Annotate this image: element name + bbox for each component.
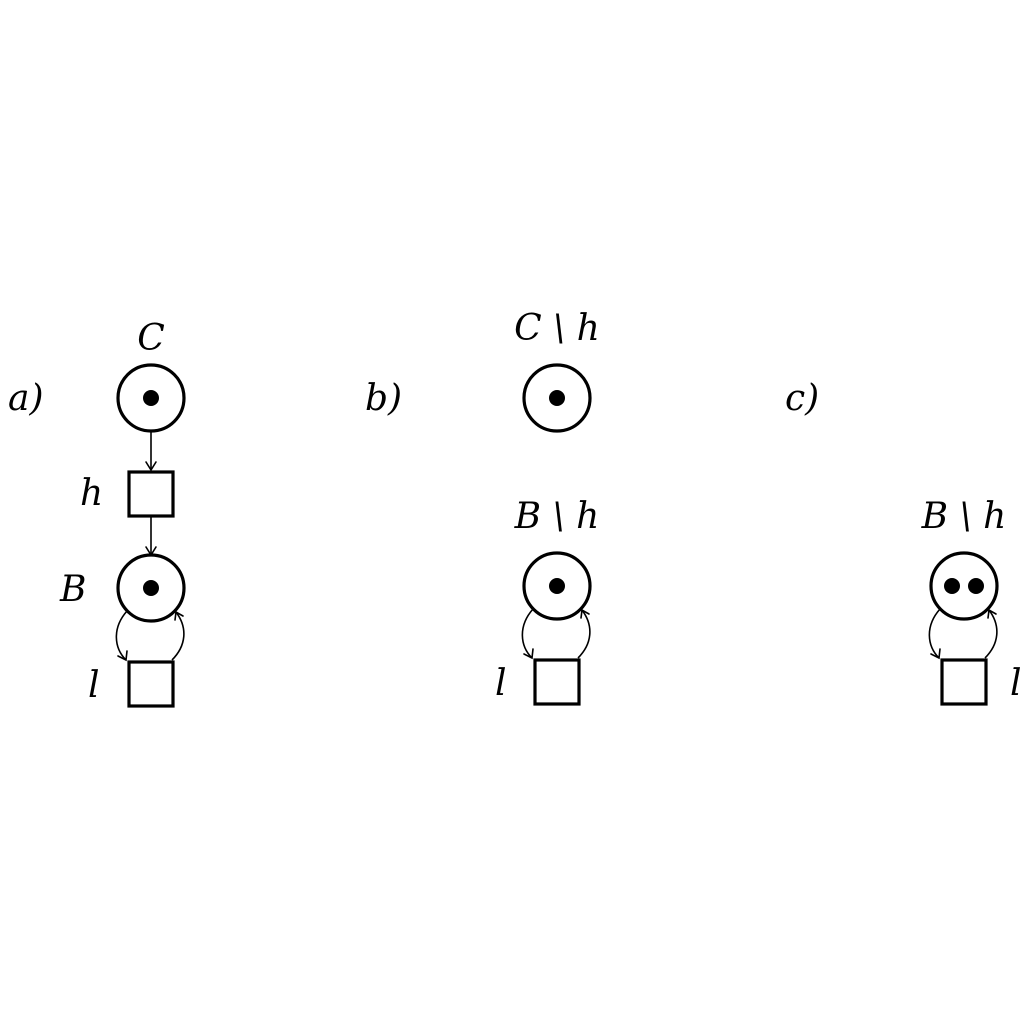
arrowhead — [145, 461, 157, 472]
token — [549, 390, 565, 406]
arrowhead — [174, 610, 184, 621]
token — [968, 578, 984, 594]
arc-l-to-b — [171, 611, 185, 661]
place-c-label: C — [137, 318, 165, 359]
arrowhead — [987, 608, 997, 619]
token — [549, 578, 565, 594]
transition-h — [127, 470, 175, 518]
transition-l-label: l — [1010, 663, 1022, 704]
place-b-label: B — [59, 569, 86, 610]
token — [143, 390, 159, 406]
arc-b-to-l — [928, 608, 941, 659]
panel-c: c) B \ h l — [785, 378, 1022, 706]
token — [944, 578, 960, 594]
place-c-h-label: C \ h — [514, 308, 600, 349]
arrowhead — [930, 648, 941, 660]
transition-l-label: l — [495, 663, 507, 704]
transition-l — [533, 658, 581, 706]
arrowhead — [580, 608, 590, 619]
place-b-h — [929, 551, 999, 621]
panel-b-tag: b) — [365, 378, 402, 419]
panel-a: a) C h B l — [8, 318, 186, 708]
panel-c-tag: c) — [785, 378, 819, 419]
panel-a-tag: a) — [8, 378, 44, 419]
transition-l-label: l — [88, 665, 100, 706]
arc-b-to-l — [521, 608, 534, 659]
arc-l-to-b — [577, 609, 591, 659]
place-b-h-label: B \ h — [514, 496, 600, 537]
transition-l — [127, 660, 175, 708]
transition-h-label: h — [80, 473, 103, 514]
token — [143, 580, 159, 596]
arc-l-to-b — [984, 609, 998, 659]
arrowhead — [523, 648, 534, 660]
arrowhead — [117, 650, 128, 662]
panel-b: b) C \ h B \ h l — [365, 308, 600, 706]
place-b-h-label: B \ h — [921, 496, 1007, 537]
transition-l — [940, 658, 988, 706]
arc-b-to-l — [115, 610, 128, 661]
